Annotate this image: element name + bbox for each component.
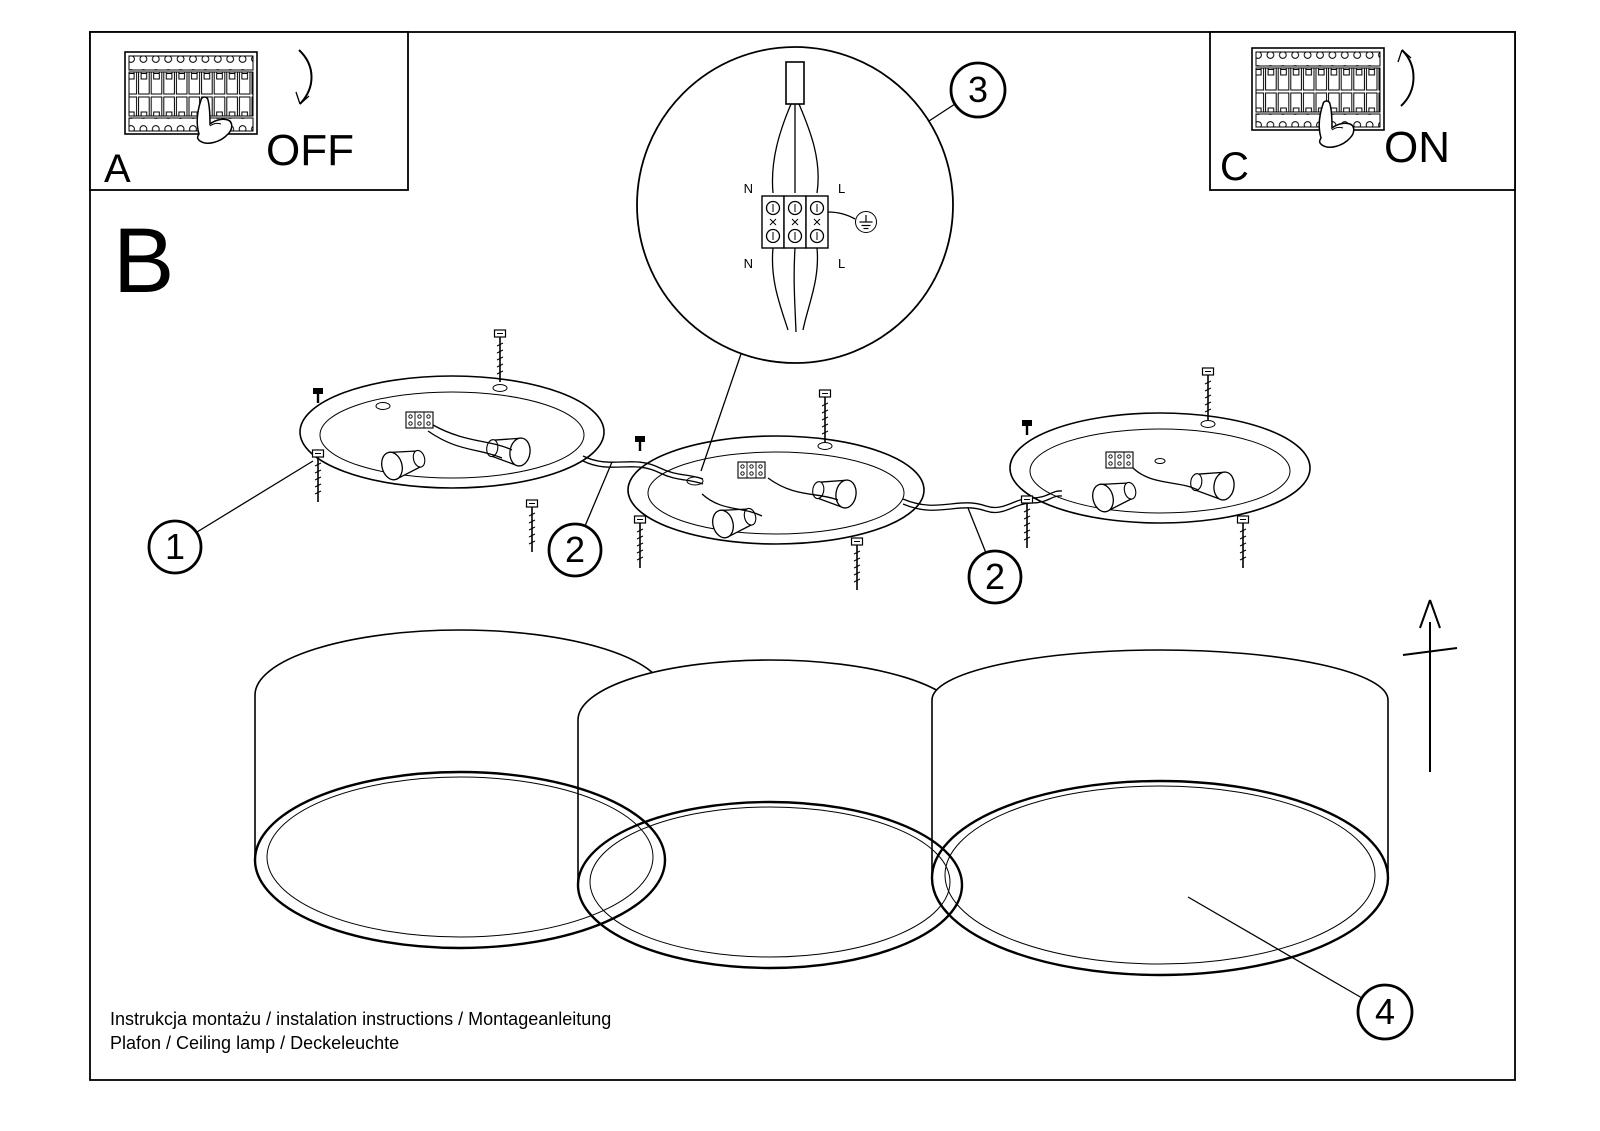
callout-2-right: 2 [967, 507, 1023, 605]
label-neutral-bottom: N [744, 256, 753, 271]
arrow-up-icon [1397, 49, 1415, 107]
connecting-wires [582, 455, 1063, 514]
step-a-letter: A [104, 147, 131, 191]
step-a-panel: A OFF [89, 31, 409, 191]
callout-3: 3 [928, 61, 1007, 122]
arrow-down-icon [295, 49, 313, 105]
callout-2-number: 2 [985, 556, 1005, 597]
label-live-top: L [838, 181, 845, 196]
mounting-base-right [1009, 412, 1311, 524]
callout-2-number: 2 [565, 529, 585, 570]
callout-1-number: 1 [165, 526, 185, 567]
label-live-bottom: L [838, 256, 845, 271]
mounting-base-middle [627, 435, 925, 545]
ground-symbol-icon [855, 211, 877, 233]
step-c-letter: C [1220, 145, 1249, 189]
detail-leader-line [700, 353, 742, 472]
step-b-letter: B [113, 210, 174, 312]
terminal-block-icon [405, 411, 434, 429]
step-c-panel: C ON [1209, 31, 1516, 191]
breaker-panel-icon [124, 51, 258, 135]
breaker-panel-icon [1251, 47, 1385, 131]
callout-4-number: 4 [1375, 991, 1395, 1032]
footer-product-line: Plafon / Ceiling lamp / Deckeleuchte [110, 1033, 399, 1053]
terminal-unit-icon [761, 195, 785, 249]
callout-1: 1 [147, 460, 314, 575]
callout-3-number: 3 [968, 69, 988, 110]
terminal-block-icon [737, 461, 766, 479]
terminal-unit-icon [783, 195, 807, 249]
terminal-block-icon [1105, 451, 1134, 469]
footer-instructions-line: Instrukcja montażu / instalation instruc… [110, 1009, 611, 1029]
label-neutral-top: N [744, 181, 753, 196]
step-c-action: ON [1384, 123, 1450, 172]
orientation-arrow [1402, 599, 1458, 772]
terminal-unit-icon [805, 195, 829, 249]
callout-4: 4 [1187, 896, 1414, 1041]
mounting-base-left [299, 375, 605, 489]
wiring-detail: N L N L [636, 46, 954, 364]
step-a-action: OFF [266, 126, 354, 175]
callout-2-left: 2 [547, 461, 613, 578]
lamp-body [253, 629, 1390, 977]
